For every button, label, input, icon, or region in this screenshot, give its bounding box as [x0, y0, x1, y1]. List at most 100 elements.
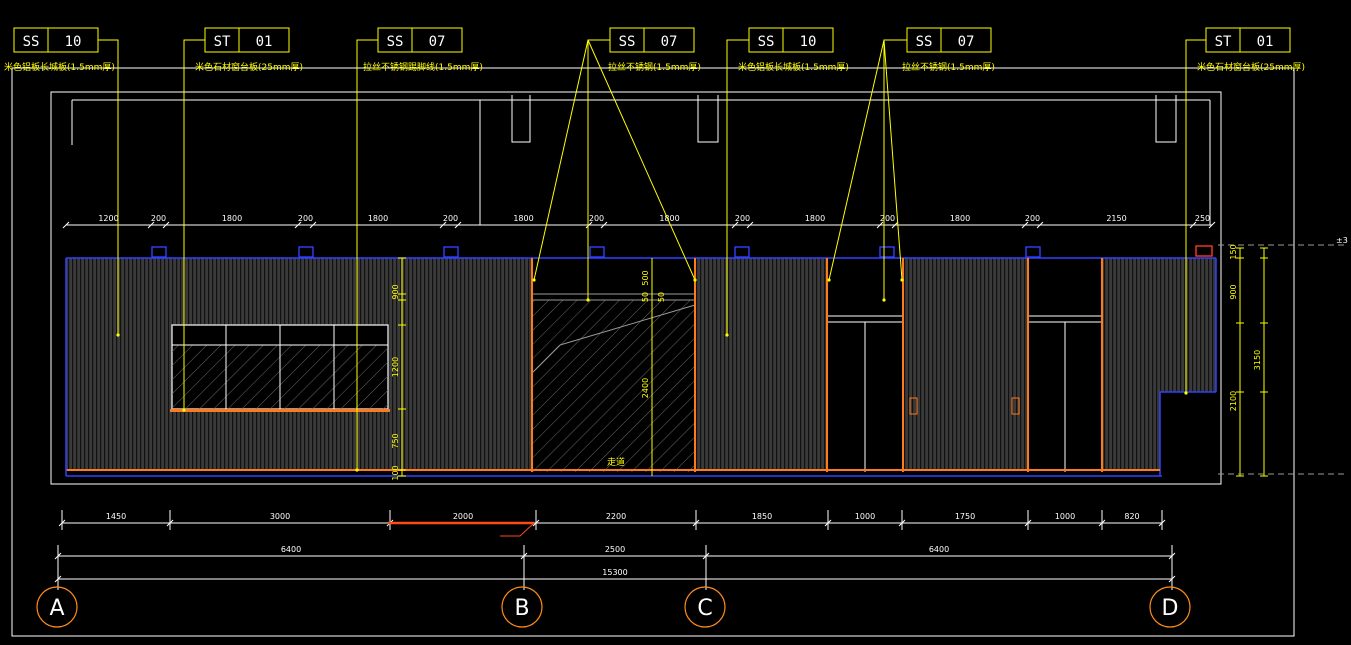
- tag-note: 拉丝不锈钢(1.5mm厚): [902, 61, 995, 73]
- tag-note: 拉丝不锈钢踢脚线(1.5mm厚): [363, 61, 483, 73]
- window-sill: [170, 409, 390, 412]
- top-dimension-row: 1200 200 1800 200 1800 200 1800 200 1800 200 1800 2…: [62, 214, 1216, 229]
- tag-number: 10: [800, 34, 817, 50]
- tag-code: SS: [23, 34, 40, 50]
- dim-highlight-leader: [500, 522, 535, 537]
- vertical-dim-label: 3150: [1253, 350, 1262, 370]
- top-dim-label: 1800: [950, 214, 970, 223]
- sheet-frame: [11, 67, 1295, 637]
- grid-axis-bubble: [501, 586, 543, 628]
- wall-panel-3: [903, 258, 1028, 470]
- tag-code: SS: [758, 34, 775, 50]
- material-tag: SS 07 拉丝不锈钢(1.5mm厚): [532, 27, 701, 302]
- material-tag: SS 07 拉丝不锈钢踢脚线(1.5mm厚): [355, 27, 483, 472]
- top-dim-label: 200: [589, 214, 604, 223]
- wall-panel-2: [696, 258, 827, 470]
- material-tag: SS 10 米色铝板长城板(1.5mm厚): [4, 27, 120, 337]
- vertical-dim-label: 50: [641, 292, 650, 302]
- vertical-dim-label: 2400: [641, 378, 650, 398]
- grid-axis-bubble: [684, 586, 726, 628]
- dim-row1-label: 1750: [955, 512, 975, 521]
- dim-row1-label: 2200: [606, 512, 626, 521]
- tag-number: 07: [958, 34, 975, 50]
- dim-row1-label: 1450: [106, 512, 126, 521]
- grid-axis-bubble: [36, 586, 78, 628]
- material-tags: SS 10 米色铝板长城板(1.5mm厚) ST 01 米色石材窗台板(25mm厚) SS 0…: [4, 27, 1305, 472]
- tag-code: SS: [916, 34, 933, 50]
- tag-number: 01: [256, 34, 273, 50]
- tag-number: 10: [65, 34, 82, 50]
- material-tag: ST 01 米色石材窗台板(25mm厚): [182, 27, 303, 412]
- top-dim-label: 200: [298, 214, 313, 223]
- grid-axes: A B C D: [36, 586, 1191, 628]
- bottom-dimension-rows: 1450 3000 2000 2200 1850 1000 1750 1000 820 6400 2…: [54, 510, 1176, 590]
- dim-total-label: 15300: [602, 568, 627, 577]
- inner-vertical-dimensions: 900 1200 750 100 500 50 50 2400 150 900 2100 3150: [391, 244, 1346, 481]
- grid-axis-label: B: [514, 596, 529, 621]
- tag-number: 01: [1257, 34, 1274, 50]
- dim-row2-label: 6400: [929, 545, 949, 554]
- dim-row1-label: 1850: [752, 512, 772, 521]
- dim-row1-label: 1000: [855, 512, 875, 521]
- material-tag: ST 01 米色石材窗台板(25mm厚): [1184, 27, 1305, 395]
- top-dim-label: 200: [1025, 214, 1040, 223]
- ceiling-outline: [50, 91, 1222, 485]
- top-dim-label: 1800: [659, 214, 679, 223]
- grid-axis-label: C: [697, 596, 712, 621]
- tag-number: 07: [429, 34, 446, 50]
- grid-axis-bubble: [1149, 586, 1191, 628]
- top-dim-label: 2150: [1106, 214, 1126, 223]
- passage-diagonal-1: [532, 344, 561, 373]
- door-handle-1: [909, 397, 918, 415]
- top-dim-label: 1200: [98, 214, 118, 223]
- grid-axis-label: D: [1162, 596, 1179, 621]
- end-fixture: [1195, 245, 1213, 257]
- vertical-dim-label: 1200: [391, 357, 400, 377]
- vertical-dim-label: 100: [391, 465, 400, 480]
- dim-row1-label: 3000: [270, 512, 290, 521]
- vertical-dim-label: 2100: [1229, 391, 1238, 411]
- right-low-wall: [1160, 392, 1216, 472]
- passage-opening: [533, 300, 695, 472]
- door-handle-2: [1011, 397, 1020, 415]
- top-dim-label: 1800: [222, 214, 242, 223]
- top-dim-label: 250: [1195, 214, 1210, 223]
- tag-note: 米色石材窗台板(25mm厚): [195, 61, 303, 73]
- top-dim-label: 200: [880, 214, 895, 223]
- beam-3: [1155, 95, 1177, 143]
- vertical-dim-label: 500: [641, 270, 650, 285]
- vertical-dim-label: 50: [657, 292, 666, 302]
- passage-label: 走道: [607, 456, 625, 468]
- tag-note: 米色石材窗台板(25mm厚): [1197, 61, 1305, 73]
- dim-row2-label: 2500: [605, 545, 625, 554]
- tag-code: ST: [214, 34, 231, 50]
- grid-axis-label: A: [49, 596, 64, 621]
- tag-code: SS: [387, 34, 404, 50]
- dim-row1-label: 1000: [1055, 512, 1075, 521]
- tag-code: ST: [1215, 34, 1232, 50]
- light-fixtures: [151, 246, 1041, 258]
- material-tag: SS 07 拉丝不锈钢(1.5mm厚): [827, 27, 995, 302]
- tag-number: 07: [661, 34, 678, 50]
- right-low-wall-outline: [1159, 391, 1216, 476]
- right-edge-mark: ±3: [1336, 236, 1348, 245]
- vertical-dim-label: 750: [391, 433, 400, 448]
- vertical-dim-label: 150: [1229, 244, 1238, 259]
- vertical-dim-label: 900: [391, 284, 400, 299]
- top-dim-label: 1800: [805, 214, 825, 223]
- material-tag: SS 10 米色铝板长城板(1.5mm厚): [725, 27, 849, 337]
- top-dim-label: 1800: [513, 214, 533, 223]
- tag-code: SS: [619, 34, 636, 50]
- top-dim-label: 200: [443, 214, 458, 223]
- tag-note: 米色铝板长城板(1.5mm厚): [4, 61, 115, 73]
- passage-diagonal-2: [559, 304, 696, 346]
- tag-note: 拉丝不锈钢(1.5mm厚): [608, 61, 701, 73]
- dim-row2-label: 6400: [281, 545, 301, 554]
- dim-row1-label: 2000: [453, 512, 473, 521]
- top-dim-label: 200: [151, 214, 166, 223]
- dim-row1-label: 820: [1124, 512, 1139, 521]
- beam-1: [511, 95, 531, 143]
- vertical-dim-label: 900: [1229, 284, 1238, 299]
- tag-note: 米色铝板长城板(1.5mm厚): [738, 61, 849, 73]
